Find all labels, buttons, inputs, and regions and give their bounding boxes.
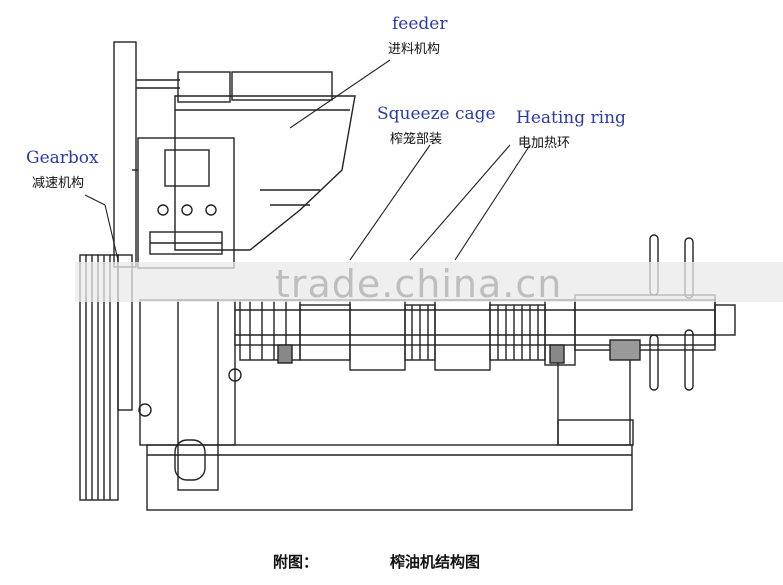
gearbox-label-zh: 减速机构 [32,176,85,191]
gearbox-label: Gearbox [26,148,99,168]
vertical-column [113,41,180,268]
squeeze-cage-label: Squeeze cage [377,104,496,124]
heating-ring-label-zh: 电加热环 [518,136,571,151]
watermark-text: trade.china.cn [275,262,563,306]
feeder-label-zh: 进料机构 [388,42,441,57]
feeder-label: feeder [392,14,448,34]
squeeze-cage-label-zh: 榨笼部装 [390,132,443,147]
motor-box [177,71,333,103]
watermark-band [75,262,783,302]
base-frame [146,360,634,511]
caption-prefix: 附图： [273,553,319,571]
caption-title: 榨油机结构图 [390,553,481,571]
feeder-hopper [174,95,356,251]
control-cabinet [132,137,235,269]
main-shaft [234,299,716,346]
gearbox-housing [138,299,242,491]
heating-ring-label: Heating ring [516,108,626,128]
squeeze-cage [239,299,491,371]
leader-lines [84,59,531,261]
